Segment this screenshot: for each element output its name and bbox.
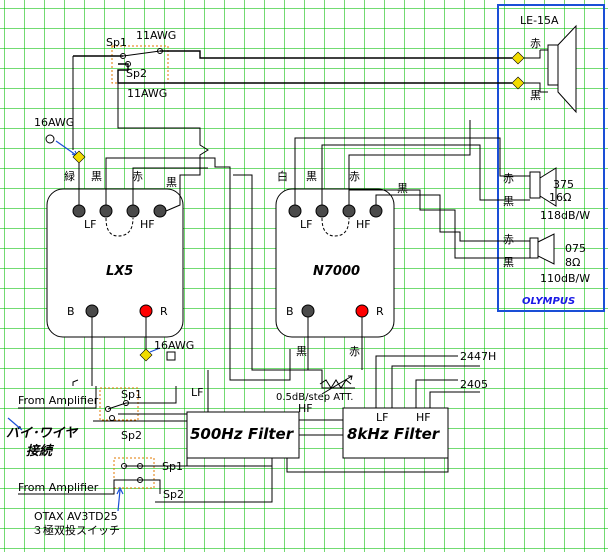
lx5-terminal-r — [139, 304, 153, 318]
filter-500hz-hf: HF — [298, 402, 313, 415]
otax-label: OTAX AV3TD25 — [34, 510, 118, 523]
mid-11awg-label: 11AWG — [127, 87, 167, 100]
tweeter-075: 赤 黒 075 8Ω 110dB/W — [503, 233, 590, 285]
le15a-magnet — [547, 44, 559, 86]
attenuator-label: 0.5dB/step ATT. — [276, 392, 353, 403]
lx5-b-label: B — [67, 305, 75, 318]
tweeter-075-red-label: 赤 — [503, 233, 514, 246]
top-sp2-label: Sp2 — [126, 67, 147, 80]
driver-375: 赤 黒 375 16Ω 118dB/W — [503, 167, 590, 222]
n7000-terminal-r — [355, 304, 369, 318]
driver-375-model: 375 — [553, 178, 574, 191]
lx5-wire-black1: 黒 — [91, 170, 102, 183]
mid-sp1-label: Sp1 — [121, 388, 142, 401]
n7000-name: N7000 — [313, 264, 360, 279]
tweeter-075-ohm: 8Ω — [565, 256, 580, 269]
filter-8khz-lf: LF — [376, 411, 388, 424]
n7000-terminal-lf1 — [288, 204, 302, 218]
n7000-wire-white: 白 — [277, 169, 288, 183]
lx5-terminal-hf1 — [126, 204, 140, 218]
filter-500hz-label: 500Hz Filter — [190, 425, 295, 443]
lx5-terminal-lf1 — [72, 204, 86, 218]
bottom-16awg-label: 16AWG — [154, 339, 194, 352]
n7000-r-label: R — [376, 305, 384, 318]
le15a-black-label: 黒 — [530, 89, 541, 102]
tweeter-075-black-label: 黒 — [503, 256, 514, 269]
top-16awg-junction — [72, 150, 86, 164]
biwire-label-1: バイ･ワイヤ — [6, 426, 79, 441]
lx5-name: LX5 — [106, 264, 133, 279]
lx5-network: LF HF LX5 B R — [46, 188, 184, 338]
n7000-terminal-lf2 — [315, 204, 329, 218]
lx5-box — [46, 188, 184, 338]
lx5-lf-label: LF — [84, 218, 96, 231]
filter-8khz-hf: HF — [416, 411, 431, 424]
mid-switch-contact-3 — [109, 415, 115, 421]
top-11awg-label: 11AWG — [136, 29, 176, 42]
tweeter-075-model: 075 — [565, 242, 586, 255]
filter-8khz-box — [342, 407, 449, 459]
lx5-wire-red: 赤 — [132, 170, 143, 183]
n7000-wire-black2: 黒 — [397, 182, 408, 195]
le15a-cone-icon — [557, 24, 577, 114]
olympus-label: OLYMPUS — [522, 296, 575, 307]
le15a-label: LE-15A — [520, 14, 559, 27]
from-amp-2-label: From Amplifier — [18, 481, 99, 494]
mid-sp2-label: Sp2 — [121, 429, 142, 442]
lx5-wire-green: 緑 — [64, 169, 75, 183]
filter-500hz-lf: LF — [191, 386, 203, 399]
n7000-b-label: B — [286, 305, 294, 318]
bottom-16awg-terminal — [166, 351, 176, 361]
tweeter-075-spl: 110dB/W — [540, 272, 590, 285]
le15a-red-junction — [511, 51, 525, 65]
n7000-out-black: 黒 — [296, 345, 307, 358]
driver-375-black-label: 黒 — [503, 195, 514, 208]
n7000-wire-red: 赤 — [349, 170, 360, 183]
n7000-network: LF HF N7000 B R — [275, 188, 395, 338]
biwire-label-2: 接続 — [26, 443, 55, 459]
tweeter-075-horn-icon — [537, 233, 555, 265]
driver-375-red-label: 赤 — [503, 172, 514, 185]
filter-8khz-label: 8kHz Filter — [347, 425, 441, 443]
n7000-box — [275, 188, 395, 338]
lx5-wire-black2: 黒 — [166, 176, 177, 189]
low-switch-box — [113, 457, 155, 489]
bottom-16awg-junction — [139, 348, 153, 362]
olympus-cabinet-frame — [497, 4, 605, 312]
top-sp1-label: Sp1 — [106, 36, 127, 49]
top-16awg-terminal — [45, 134, 55, 144]
mid-switch-box — [99, 387, 139, 421]
tweeter-075-body — [529, 237, 539, 259]
n7000-out-red: 赤 — [349, 345, 360, 358]
lx5-terminal-lf2 — [99, 204, 113, 218]
n7000-terminal-hf1 — [342, 204, 356, 218]
n7000-wire-black1: 黒 — [306, 170, 317, 183]
le15a-black-junction — [511, 76, 525, 90]
n7000-lf-label: LF — [300, 218, 312, 231]
top-16awg-label: 16AWG — [34, 116, 74, 129]
n7000-hf-label: HF — [356, 218, 371, 231]
driver-375-horn-icon — [539, 167, 557, 207]
n7000-terminal-b — [301, 304, 315, 318]
driver-375-ohm: 16Ω — [549, 191, 571, 204]
label-2405: 2405 — [460, 378, 488, 391]
le15a-woofer: LE-15A 赤 黒 — [520, 14, 577, 114]
lx5-r-label: R — [160, 305, 168, 318]
lx5-terminal-b — [85, 304, 99, 318]
lx5-hf-label: HF — [140, 218, 155, 231]
label-2447h: 2447H — [460, 350, 496, 363]
lx5-terminal-hf2 — [153, 204, 167, 218]
switch-desc-label: ３極双投スイッチ — [32, 523, 120, 537]
le15a-red-label: 赤 — [530, 37, 541, 50]
from-amp-1-label: From Amplifier — [18, 394, 99, 407]
driver-375-spl: 118dB/W — [540, 209, 590, 222]
n7000-terminal-hf2 — [369, 204, 383, 218]
driver-375-body — [529, 171, 541, 199]
low-sp2-label: Sp2 — [163, 488, 184, 501]
filter-500hz-box — [186, 411, 300, 459]
